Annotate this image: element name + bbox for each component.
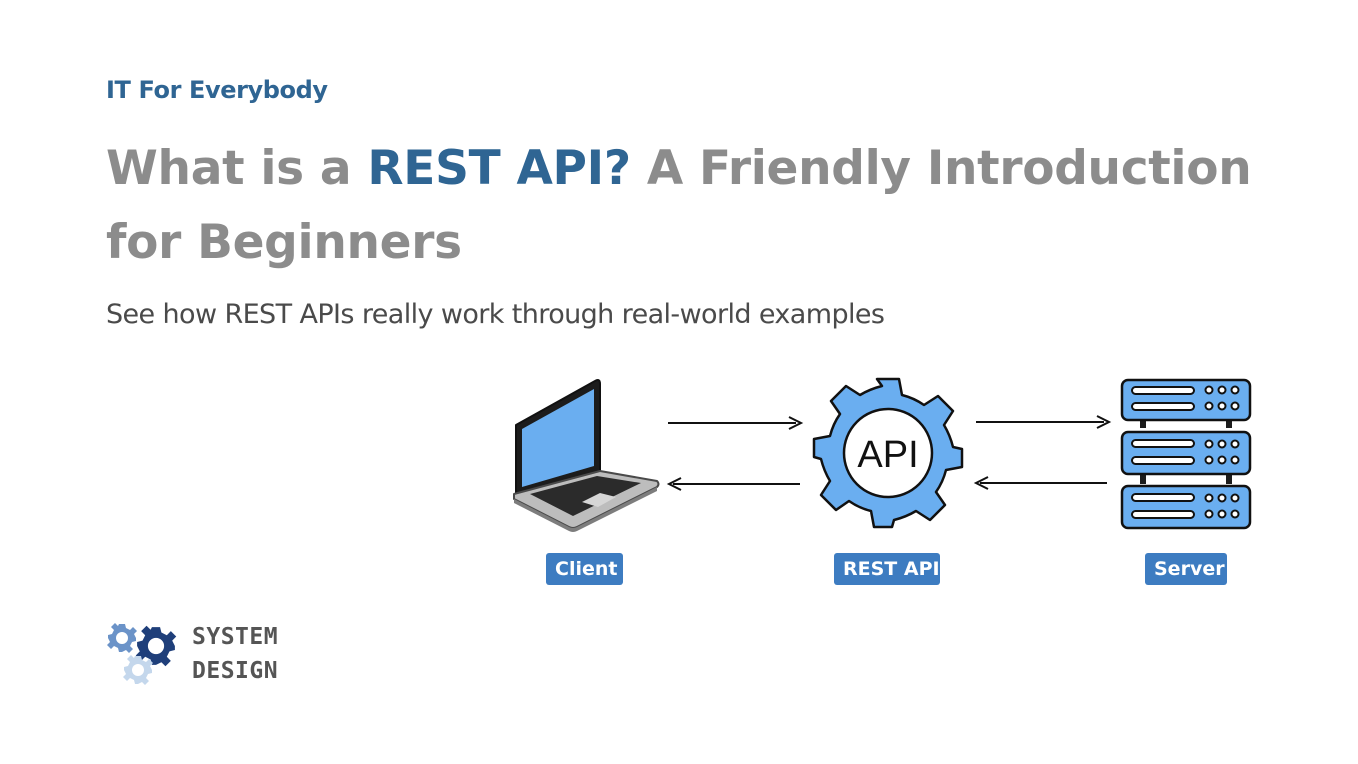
title-before: What is a <box>106 141 368 196</box>
client-label: Client <box>546 553 623 585</box>
rest-api-diagram: API <box>500 370 1280 600</box>
logo-line-system: SYSTEM <box>192 624 279 650</box>
page-title: What is a REST API? A Friendly Introduct… <box>106 132 1286 280</box>
title-after: A Friendly Introduction for Beginners <box>106 141 1252 270</box>
arrow-server-to-api <box>973 476 1107 490</box>
arrow-api-to-server <box>976 415 1112 429</box>
gear-api-text: API <box>857 434 918 476</box>
gear-icon: API <box>812 377 964 529</box>
server-label: Server <box>1145 553 1227 585</box>
arrow-client-to-api <box>668 416 804 430</box>
page-subtitle: See how REST APIs really work through re… <box>106 299 885 330</box>
eyebrow-label: IT For Everybody <box>106 76 328 104</box>
laptop-icon <box>513 379 660 532</box>
arrow-api-to-client <box>666 477 800 491</box>
diagram-canvas: API <box>513 377 1252 532</box>
system-design-logo: SYSTEM DESIGN <box>104 620 294 690</box>
logo-line-design: DESIGN <box>192 658 279 684</box>
gears-icon <box>107 623 177 685</box>
title-accent: REST API? <box>367 141 631 196</box>
server-rack-icon <box>1120 378 1252 530</box>
rest-api-label: REST API <box>834 553 940 585</box>
